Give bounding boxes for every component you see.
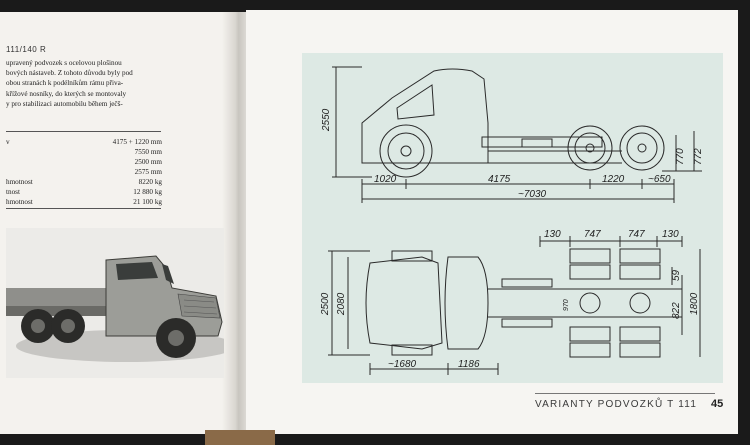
- dim-rear-height-1: 770: [675, 148, 686, 165]
- dim-top-3: 747: [628, 229, 645, 240]
- running-footer: VARIANTY PODVOZKŮ T 111: [535, 399, 698, 410]
- spec-value: 21 100 kg: [133, 198, 162, 206]
- side-view: [332, 66, 702, 203]
- spec-label: tnost: [6, 188, 20, 196]
- dim-right-1: 59: [671, 269, 682, 281]
- section-subtitle: 111/140 R: [6, 45, 47, 54]
- spec-value: 4175 + 1220 mm: [112, 138, 162, 146]
- dim-rear-height-2: 772: [693, 148, 704, 165]
- spec-label: hmotnost: [6, 198, 33, 206]
- spec-label: hmotnost: [6, 178, 33, 186]
- spec-row: hmotnost 21 100 kg: [6, 198, 162, 208]
- paragraph-line: bových nástaveb. Z tohoto důvodu byly po…: [6, 69, 133, 78]
- spec-row: hmotnost 8220 kg: [6, 178, 162, 188]
- dim-right-3: 1800: [689, 292, 700, 315]
- paragraph-line: y pro stabilizaci automobilu během ječš-: [6, 99, 123, 108]
- chassis-drawing: 2550 770 772 1020 4175 1220 ~650 ~7030 1…: [320, 66, 704, 375]
- dim-height-total: 2550: [321, 108, 332, 132]
- page-number: 45: [711, 398, 724, 410]
- dim-width-inner: 2080: [336, 292, 347, 316]
- dim-center: 970: [563, 299, 570, 311]
- dim-rear-overhang: ~650: [648, 174, 671, 185]
- bookmark-band: [205, 430, 275, 445]
- dim-front-overhang: 1020: [374, 174, 397, 185]
- spec-row: 7550 mm: [6, 148, 162, 158]
- footer-rule: [535, 393, 715, 394]
- technical-drawing: 2550 770 772 1020 4175 1220 ~650 ~7030 1…: [302, 53, 723, 383]
- spec-value: 2575 mm: [134, 168, 162, 176]
- dim-tandem: 1220: [602, 174, 625, 185]
- paragraph-line: upravený podvozek s ocelovou plošinou: [6, 59, 122, 67]
- dim-width-outer: 2500: [320, 292, 331, 316]
- spec-table-top-rule: [6, 131, 161, 132]
- spec-row: 2575 mm: [6, 168, 162, 178]
- dim-bottom-1: ~1680: [388, 359, 417, 370]
- top-view: [328, 236, 701, 375]
- body-paragraph: upravený podvozek s ocelovou plošinou bo…: [6, 58, 162, 109]
- dim-right-2: 822: [671, 302, 682, 319]
- paragraph-line: obou stranách k podélníkům rámu přiva-: [6, 79, 124, 88]
- spec-value: 2500 mm: [134, 158, 162, 166]
- spec-row: tnost 12 880 kg: [6, 188, 162, 198]
- dim-wheelbase: 4175: [488, 174, 511, 185]
- paragraph-line: křížové nosníky, do kterých se montovaly: [6, 89, 127, 98]
- spec-row: v 4175 + 1220 mm: [6, 138, 162, 148]
- dim-bottom-2: 1186: [458, 359, 480, 370]
- spec-label: v: [6, 138, 10, 146]
- truck-photo-illustration: [6, 228, 224, 378]
- spec-value: 8220 kg: [138, 178, 162, 186]
- dim-overall-length: ~7030: [518, 189, 547, 200]
- spec-value: 12 880 kg: [133, 188, 162, 196]
- dim-top-1: 130: [544, 229, 561, 240]
- dim-top-2: 747: [584, 229, 601, 240]
- spec-table-bottom-rule: [6, 208, 161, 209]
- spec-value: 7550 mm: [134, 148, 162, 156]
- dim-top-4: 130: [662, 229, 679, 240]
- truck-photo: [6, 228, 224, 378]
- spec-row: 2500 mm: [6, 158, 162, 168]
